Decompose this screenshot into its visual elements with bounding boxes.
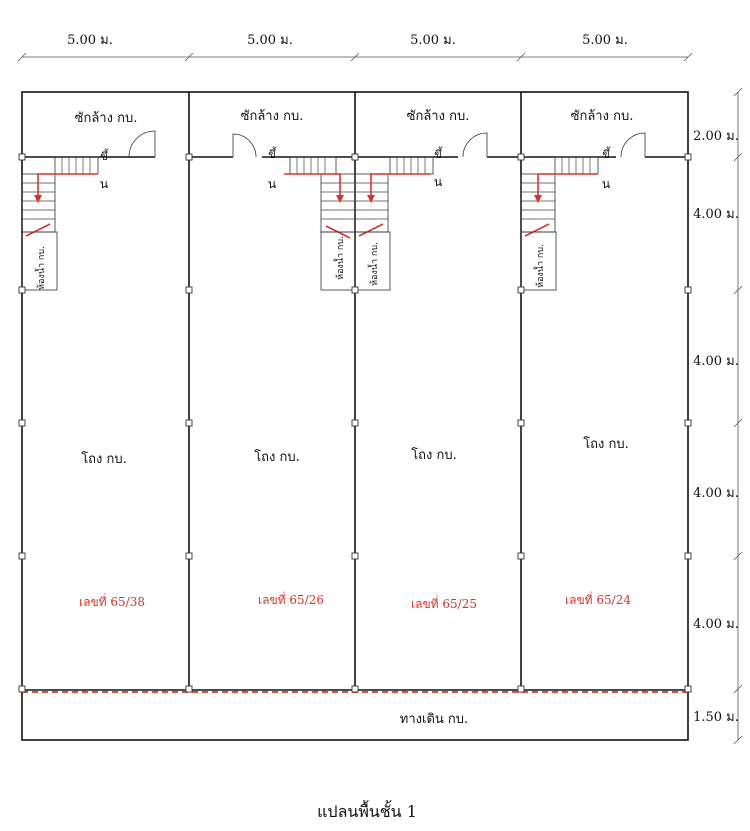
bathroom-label: ห้องน้ำ กบ. bbox=[367, 242, 380, 286]
right-dimension: 2.00 ม. 4.00 ม. 4.00 ม. 4.00 ม. 4.00 ม. … bbox=[693, 87, 743, 745]
landing-label: น bbox=[268, 177, 276, 191]
wash-label: ซักล้าง กบ. bbox=[241, 109, 304, 124]
hall-label: โถง กบ. bbox=[81, 451, 127, 467]
hall-label: โถง กบ. bbox=[254, 449, 300, 465]
dim-top-1: 5.00 ม. bbox=[67, 33, 113, 48]
dim-right-4: 4.00 ม. bbox=[693, 486, 739, 501]
staircase-unit-4 bbox=[520, 156, 599, 291]
wash-label: ซักล้าง กบ. bbox=[571, 109, 634, 124]
unit-3: ซักล้าง กบ. ขึ้ น ห้องน้ำ กบ. โถง กบ. เล… bbox=[367, 109, 477, 611]
hall-label: โถง กบ. bbox=[411, 447, 457, 463]
dim-top-4: 5.00 ม. bbox=[582, 33, 628, 48]
staircase-unit-1 bbox=[21, 156, 99, 291]
wash-label: ซักล้าง กบ. bbox=[75, 111, 138, 126]
dim-top-3: 5.00 ม. bbox=[410, 33, 456, 48]
dim-right-6: 1.50 ม. bbox=[693, 710, 739, 725]
house-number-label: เลขที่ 65/26 bbox=[258, 591, 324, 607]
bathroom-label: ห้องน้ำ กบ. bbox=[533, 244, 546, 288]
house-number-label: เลขที่ 65/38 bbox=[79, 593, 145, 609]
landing-label: น bbox=[100, 177, 108, 191]
unit-1: ซักล้าง กบ. ขึ้ น ห้องน้ำ กบ. โถง กบ. เล… bbox=[34, 111, 145, 609]
house-number-label: เลขที่ 65/24 bbox=[565, 591, 631, 607]
staircase-unit-3 bbox=[354, 156, 434, 291]
wash-label: ซักล้าง กบ. bbox=[407, 109, 470, 124]
dim-top-2: 5.00 ม. bbox=[247, 33, 293, 48]
walkway-label: ทางเดิน กบ. bbox=[400, 712, 468, 727]
plan-title: แปลนพื้นชั้น 1 bbox=[317, 800, 417, 821]
dim-right-3: 4.00 ม. bbox=[693, 354, 739, 369]
stair-up-label: ขึ้ bbox=[268, 146, 277, 161]
doors bbox=[128, 130, 646, 158]
top-dimension: 5.00 ม. 5.00 ม. 5.00 ม. 5.00 ม. bbox=[17, 33, 693, 62]
house-number-label: เลขที่ 65/25 bbox=[411, 595, 477, 611]
bathroom-label: ห้องน้ำ กบ. bbox=[333, 236, 346, 280]
dim-right-1: 2.00 ม. bbox=[693, 129, 739, 144]
landing-label: น bbox=[434, 175, 442, 189]
hall-label: โถง กบ. bbox=[583, 436, 629, 452]
landing-label: น bbox=[602, 177, 610, 191]
stair-up-label: ขึ้ bbox=[434, 146, 443, 161]
unit-4: ซักล้าง กบ. ขึ้ น ห้องน้ำ กบ. โถง กบ. เล… bbox=[533, 109, 633, 607]
column-posts bbox=[18, 153, 692, 693]
stair-up-label: ขึ้ bbox=[100, 148, 109, 163]
bathroom-label: ห้องน้ำ กบ. bbox=[34, 246, 47, 290]
stair-up-label: ขึ้ bbox=[602, 146, 611, 161]
dim-right-2: 4.00 ม. bbox=[693, 207, 739, 222]
unit-2: ซักล้าง กบ. ขึ้ น ห้องน้ำ กบ. โถง กบ. เล… bbox=[241, 109, 346, 607]
dim-right-5: 4.00 ม. bbox=[693, 617, 739, 632]
